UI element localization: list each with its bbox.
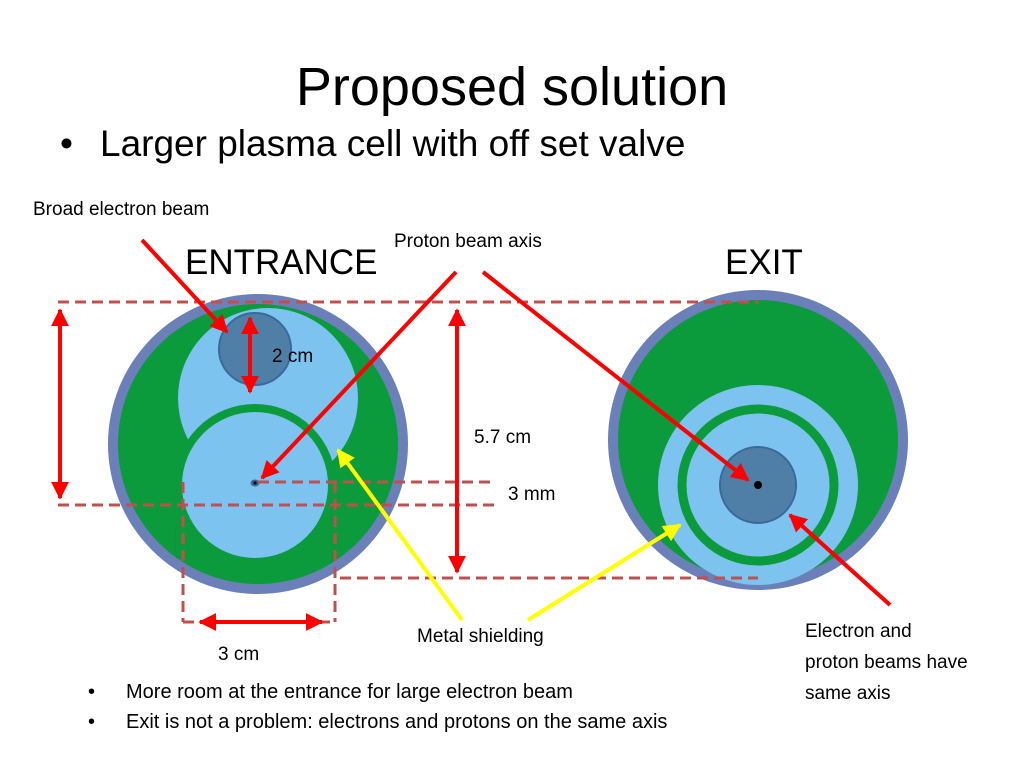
broad-electron-beam-label: Broad electron beam [33,199,210,220]
same-axis-pointer [788,513,892,607]
main-bullet-text: Larger plasma cell with off set valve [100,123,686,164]
note-item: • More room at the entrance for large ele… [88,677,667,707]
dim-3mm-label: 3 mm [508,484,556,505]
note-text: More room at the entrance for large elec… [126,681,573,703]
broad-beam-pointer [140,238,229,334]
red-arrows [51,238,892,631]
note-text: Exit is not a problem: electrons and pro… [126,711,668,733]
bullet-dot: • [60,123,73,164]
proton-beam-axis-label: Proton beam axis [394,231,542,252]
entrance-cell [108,294,408,594]
page-title: Proposed solution [295,57,729,117]
shield-pointer-exit [526,523,682,622]
entrance-label: ENTRANCE [185,243,378,282]
metal-shielding-label: Metal shielding [417,626,544,647]
dim-5-7cm-label: 5.7 cm [474,427,532,448]
proton-axis-pointer-exit [481,270,750,482]
same-axis-note-line: same axis [805,683,891,704]
exit-label: EXIT [725,243,803,282]
dim-2cm-label: 2 cm [272,346,314,367]
dim-3cm-label: 3 cm [218,644,260,665]
exit-cell [608,290,908,590]
note-item: • Exit is not a problem: electrons and pr… [88,707,667,737]
exit-proton-dot [754,481,762,489]
same-axis-note-line: Electron and [805,621,912,642]
bullet-dot: • [88,681,96,703]
bottom-notes: • More room at the entrance for large ele… [88,677,667,737]
bullet-dot: • [88,711,96,733]
yellow-arrows [336,448,682,622]
main-bullet: • Larger plasma cell with off set valve [60,120,685,168]
same-axis-note-line: proton beams have [805,652,968,673]
shield-pointer-entrance [336,448,464,622]
proton-axis-pointer-entrance [260,270,458,480]
same-axis-note: Electron and proton beams have same axis [805,616,968,709]
